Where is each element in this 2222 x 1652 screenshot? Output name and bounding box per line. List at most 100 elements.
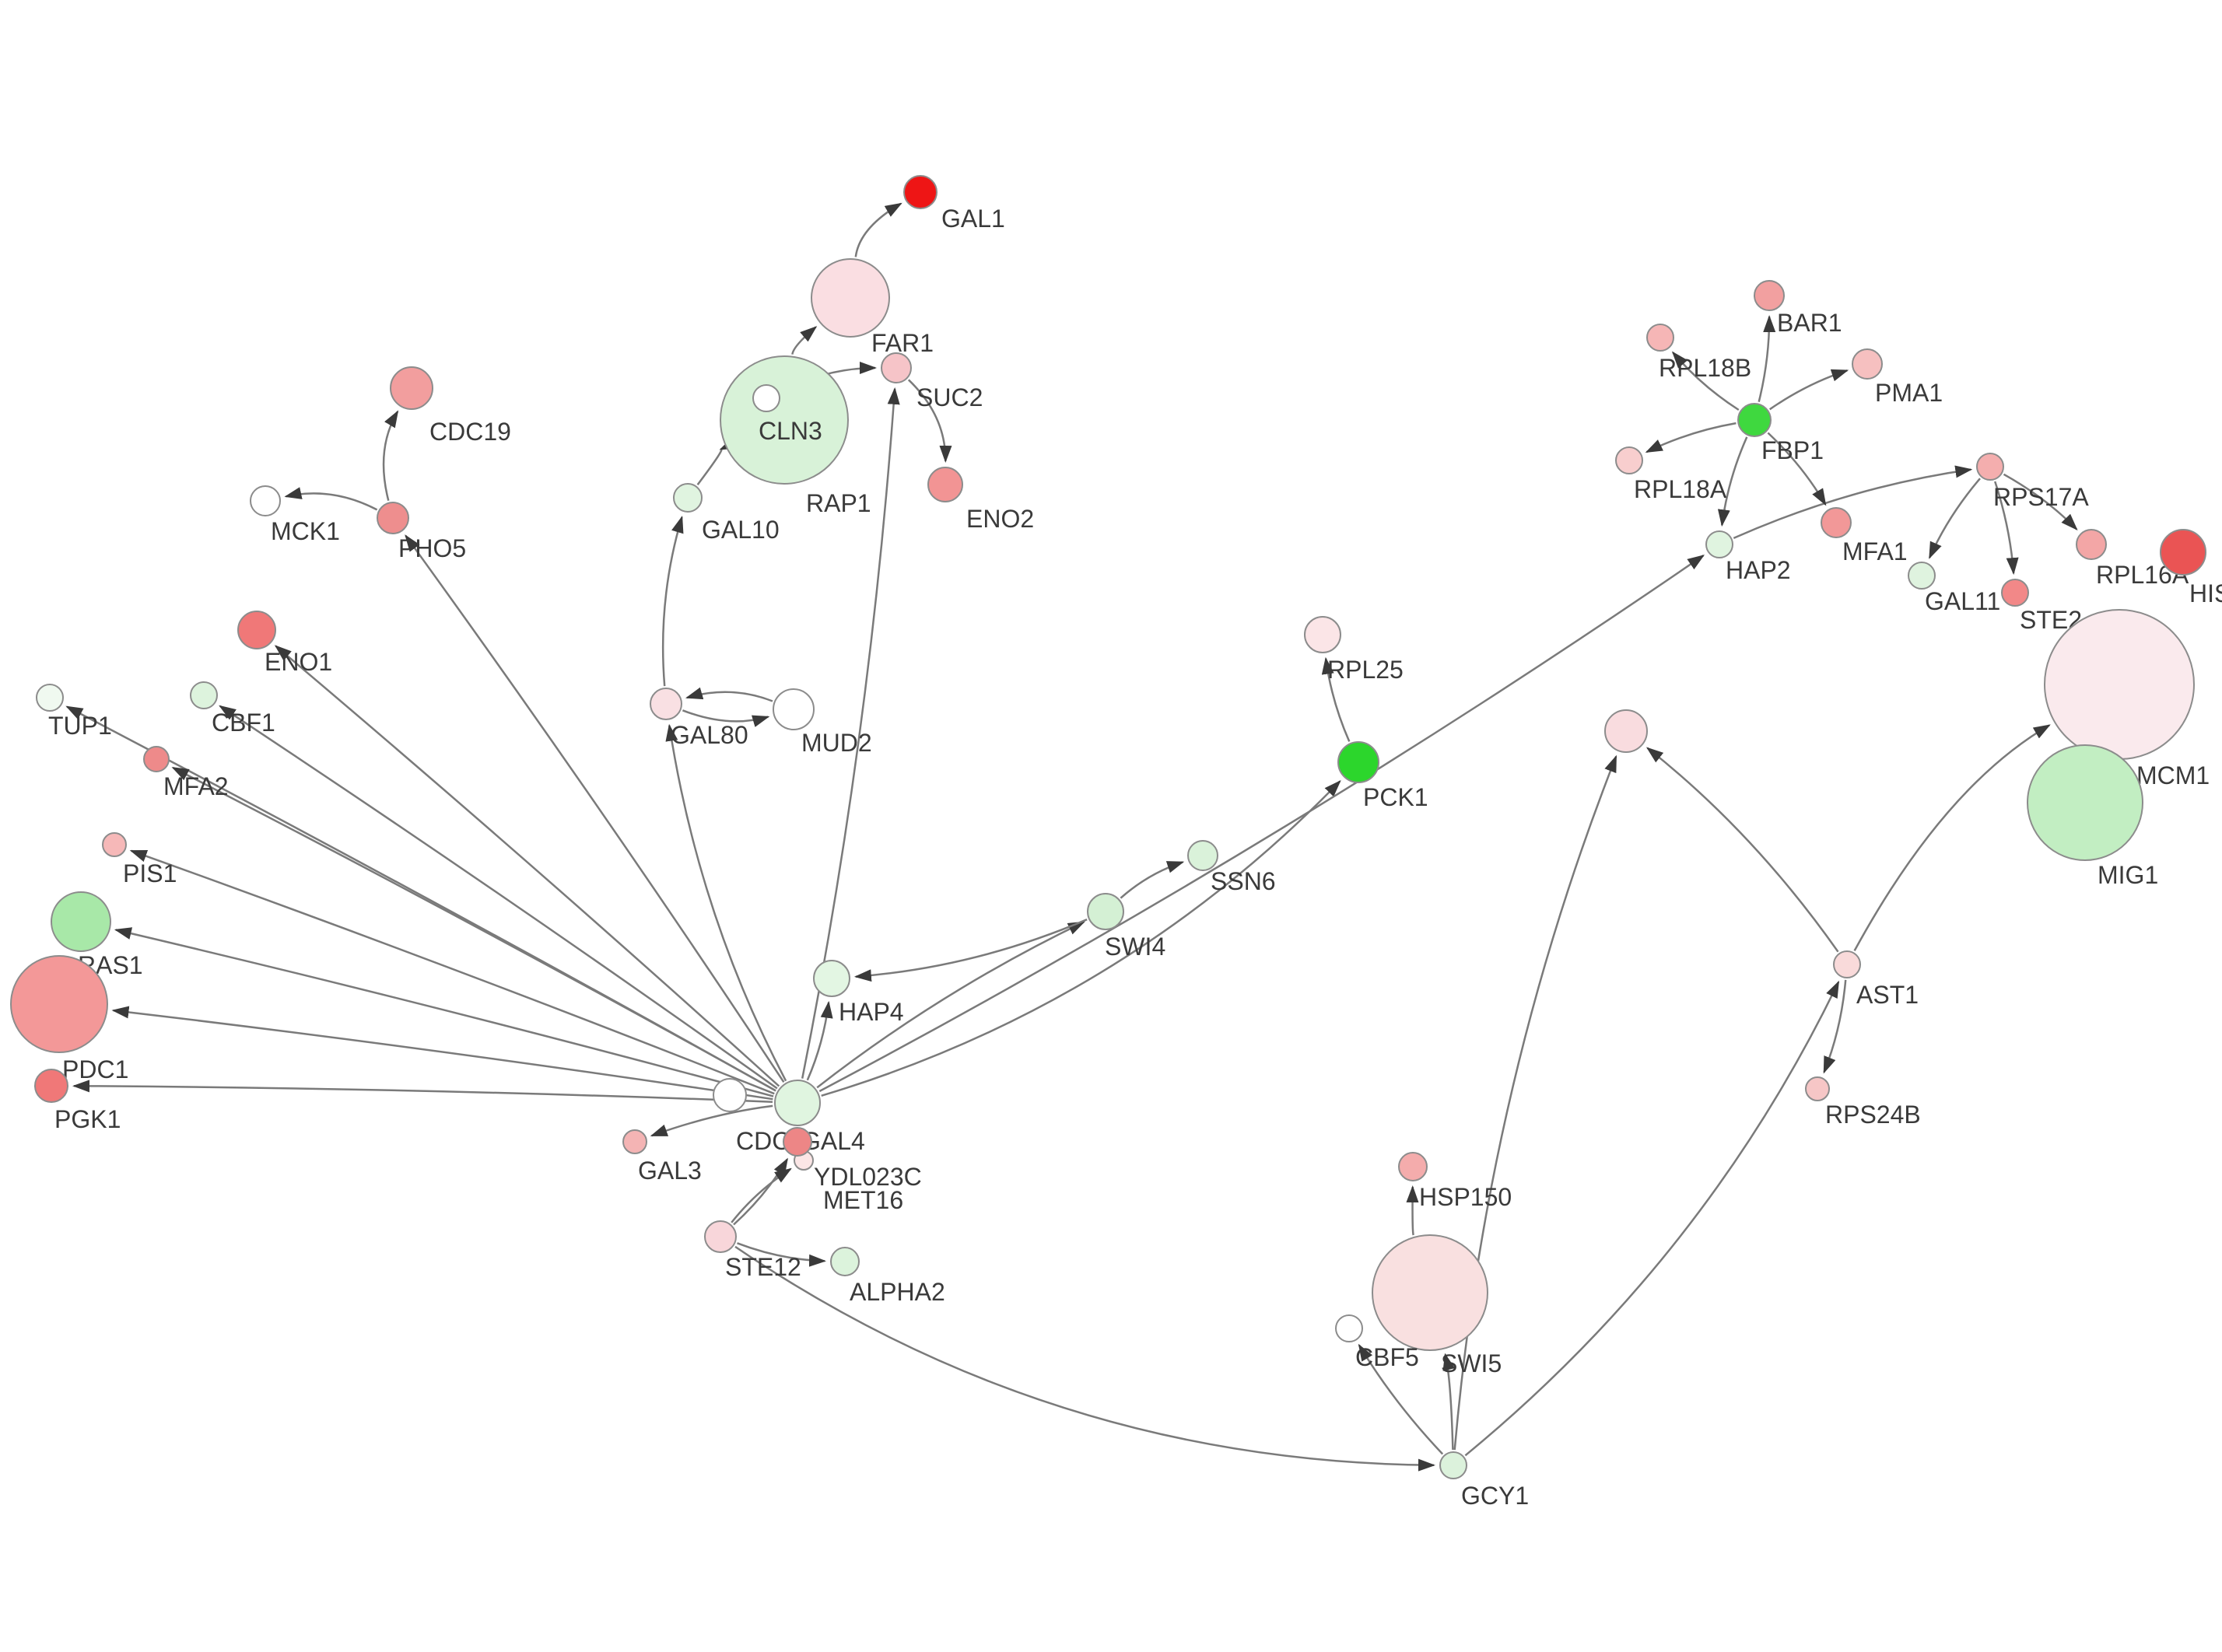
edge-FBP1-RPL18B[interactable] [1671, 351, 1740, 411]
edge-GAL4-SWI4[interactable] [816, 921, 1085, 1089]
edge-RPS17A-STE2[interactable] [1994, 481, 2019, 576]
node-ENO2[interactable] [927, 467, 963, 502]
edge-HAP2-RPS17A[interactable] [1733, 465, 1973, 540]
node-STE2[interactable] [2001, 579, 2029, 607]
node-YDL023C[interactable] [783, 1127, 812, 1157]
node-TUP1[interactable] [36, 684, 64, 712]
edge-GAL4-PCK1[interactable] [821, 779, 1341, 1097]
edge-PCK1-RPL25[interactable] [1321, 656, 1351, 742]
edge-MUD2-GAL80[interactable] [685, 687, 773, 702]
node-STE12[interactable] [704, 1220, 737, 1253]
edge-GAL4-GAL80[interactable] [665, 723, 787, 1082]
node-PDC1[interactable] [10, 955, 108, 1053]
edge-GAL4-PHO5[interactable] [405, 534, 785, 1083]
node-HAP4[interactable] [813, 960, 850, 997]
node-NODE1[interactable] [1604, 709, 1648, 753]
edge-FBP1-BAR1[interactable] [1758, 315, 1776, 402]
edge-FAR1-GAL1[interactable] [854, 202, 902, 257]
edge-GAL4-GAL3[interactable] [650, 1104, 773, 1137]
node-SSN6[interactable] [1187, 840, 1218, 871]
node-CDC6[interactable] [713, 1078, 747, 1112]
edge-GAL80-MUD2[interactable] [682, 709, 770, 727]
edge-FBP1-MFA1[interactable] [1767, 432, 1827, 506]
node-FBP1[interactable] [1737, 403, 1772, 437]
node-RPL16A[interactable] [2076, 529, 2107, 560]
edge-SUC2-ENO2[interactable] [907, 379, 952, 463]
edge-FBP1-PMA1[interactable] [1768, 369, 1849, 411]
node-SUC2[interactable] [881, 352, 912, 383]
node-MFA2[interactable] [143, 746, 170, 772]
edge-GCY1-SWI5[interactable] [1442, 1353, 1456, 1451]
edge-GCY1-CBF5[interactable] [1358, 1343, 1444, 1455]
edge-STE12-ALPHA2[interactable] [737, 1242, 826, 1267]
node-SWI5[interactable] [1372, 1234, 1488, 1351]
node-GAL11[interactable] [1908, 562, 1936, 590]
edge-GAL4-PGK1[interactable] [72, 1080, 773, 1103]
edge-STE12-GCY1[interactable] [734, 1245, 1435, 1472]
node-HIS4[interactable] [2160, 529, 2206, 576]
node-BAR1[interactable] [1754, 280, 1785, 311]
edge-GAL10-CLN3[interactable] [696, 437, 738, 485]
edge-SWI4-HAP4[interactable] [853, 919, 1088, 982]
edge-GCY1-NODE1[interactable] [1453, 754, 1617, 1451]
node-ALPHA2[interactable] [830, 1247, 860, 1276]
edge-GAL4-RAS1[interactable] [114, 927, 774, 1097]
node-GAL3[interactable] [622, 1129, 647, 1154]
edge-CLN3-FAR1[interactable] [791, 326, 818, 355]
node-SWI4[interactable] [1087, 893, 1124, 930]
node-PMA1[interactable] [1852, 348, 1883, 380]
node-MFA1[interactable] [1821, 507, 1852, 538]
node-GCY1[interactable] [1439, 1451, 1467, 1479]
node-RPL18A[interactable] [1615, 446, 1643, 474]
edge-AST1-NODE1[interactable] [1645, 747, 1839, 953]
edge-SWI5-HSP150[interactable] [1406, 1185, 1419, 1236]
edge-GAL4-HAP4[interactable] [806, 1000, 833, 1081]
edge-FBP1-RPL18A[interactable] [1645, 422, 1737, 453]
node-RPS24B[interactable] [1805, 1076, 1830, 1101]
node-RAS1[interactable] [51, 891, 111, 952]
node-CBF1[interactable] [190, 681, 218, 709]
node-FAR1[interactable] [811, 258, 890, 338]
edge-RPS17A-GAL11[interactable] [1928, 478, 1981, 559]
node-GAL80[interactable] [650, 688, 682, 720]
node-PIS1[interactable] [102, 832, 127, 857]
edge-RPS17A-RPL16A[interactable] [2003, 473, 2078, 531]
edge-GAL4-HAP2[interactable] [818, 555, 1705, 1093]
node-CBF5[interactable] [1335, 1314, 1363, 1342]
edge-SWI4-SSN6[interactable] [1120, 861, 1185, 899]
edge-PHO5-CDC19[interactable] [382, 410, 399, 502]
edge-GAL80-GAL10[interactable] [661, 515, 684, 687]
node-RPL18B[interactable] [1646, 324, 1674, 352]
node-ENO1[interactable] [237, 611, 276, 649]
node-PGK1[interactable] [34, 1069, 68, 1103]
node-GAL10[interactable] [673, 483, 703, 513]
edge-GAL4-ENO1[interactable] [274, 645, 780, 1087]
edge-GAL4-MFA2[interactable] [171, 766, 776, 1092]
node-MCK1[interactable] [250, 485, 281, 516]
edge-AST1-RPS24B[interactable] [1823, 979, 1847, 1074]
edge-AST1-MCM1[interactable] [1853, 724, 2051, 951]
node-RPS17A[interactable] [1976, 453, 2004, 481]
node-RPL25[interactable] [1304, 616, 1341, 653]
node-GAL4[interactable] [774, 1080, 821, 1126]
edge-GAL4-PDC1[interactable] [111, 1006, 773, 1101]
node-MCM1[interactable] [2044, 609, 2195, 760]
edge-GCY1-AST1[interactable] [1464, 980, 1840, 1457]
node-HAP2[interactable] [1705, 530, 1733, 558]
node-PHO5[interactable] [377, 502, 409, 534]
node-MUD2[interactable] [773, 688, 815, 730]
node-GAL1[interactable] [903, 175, 938, 209]
edge-GAL4-CBF1[interactable] [219, 705, 778, 1090]
node-CDC19[interactable] [390, 366, 433, 410]
edge-FBP1-HAP2[interactable] [1717, 436, 1748, 527]
node-AST1[interactable] [1833, 950, 1861, 978]
edge-GAL4-PIS1[interactable] [129, 849, 775, 1095]
node-MIG1[interactable] [2027, 744, 2143, 861]
node-PCK1[interactable] [1337, 741, 1379, 783]
node-CLN3[interactable] [720, 355, 849, 485]
node-RAP1[interactable] [752, 384, 780, 412]
edge-STE12-YDL023C[interactable] [733, 1157, 788, 1226]
edge-PHO5-MCK1[interactable] [284, 487, 378, 511]
edge-STE12-MET16[interactable] [731, 1167, 792, 1223]
